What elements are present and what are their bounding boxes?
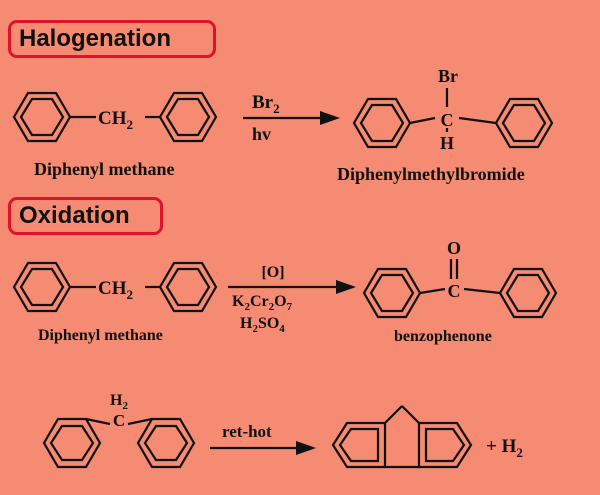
- reagent-oxygen: [O]: [261, 264, 284, 281]
- bond: [463, 287, 501, 295]
- benzene-ring-right: [158, 261, 218, 313]
- cyclization-arrow: [210, 441, 316, 455]
- bond: [401, 405, 420, 424]
- bond: [419, 287, 446, 295]
- methylene-carbon: C: [113, 411, 125, 430]
- benzene-ring-left: [362, 267, 422, 319]
- section-title-oxidation: Oxidation: [8, 197, 163, 235]
- benzene-ring-right: [498, 267, 558, 319]
- bond: [127, 417, 153, 426]
- bond: [384, 405, 403, 424]
- methylene-group: CH2: [98, 278, 133, 302]
- reagent-light: hv: [252, 124, 271, 144]
- bond: [409, 116, 436, 125]
- benzene-ring-right: [494, 97, 554, 149]
- carbonyl-oxygen: O: [447, 238, 461, 258]
- benzene-ring-right: [158, 91, 218, 143]
- benzene-ring-left: [352, 97, 412, 149]
- section-title-halogenation: Halogenation: [8, 20, 216, 58]
- oxidation-arrow: [228, 280, 356, 294]
- fluorene-product: [331, 405, 473, 469]
- benzene-ring-left: [331, 421, 387, 469]
- benzene-ring-left: [12, 91, 72, 143]
- benzene-ring-right: [417, 421, 473, 469]
- bromine-atom: Br: [438, 66, 458, 86]
- oxidation-product: O C: [362, 238, 558, 319]
- benzene-ring-left: [42, 417, 102, 469]
- reagent-dichromate: K2Cr2O7: [232, 293, 293, 313]
- reactant-name: Diphenyl methane: [34, 159, 175, 179]
- halogenation-product: Br C H: [352, 66, 554, 153]
- product-name: benzophenone: [394, 328, 492, 345]
- reagent-condition: ret-hot: [222, 422, 272, 441]
- reagent-sulfuric-acid: H2SO4: [240, 315, 285, 335]
- carbonyl-carbon: C: [448, 281, 461, 301]
- benzene-ring-left: [12, 261, 72, 313]
- benzene-ring-right: [136, 417, 196, 469]
- hydrogen-atom: H: [440, 133, 454, 153]
- methylene-hydrogens: H2: [110, 392, 128, 412]
- methylene-group: CH2: [98, 108, 133, 132]
- reagent-bromine: Br2: [252, 92, 280, 116]
- cyclization-reactant: H2 C: [42, 392, 196, 469]
- halogenation-arrow: [243, 111, 340, 125]
- oxidation-reactant: CH2: [12, 261, 218, 313]
- halogenation-reactant: CH2: [12, 91, 218, 143]
- bond: [458, 116, 497, 125]
- hydrogen-byproduct: + H2: [486, 436, 523, 460]
- product-name: Diphenylmethylbromide: [337, 164, 525, 184]
- bond: [85, 417, 111, 426]
- reactant-name: Diphenyl methane: [38, 327, 163, 344]
- central-carbon: C: [441, 110, 454, 130]
